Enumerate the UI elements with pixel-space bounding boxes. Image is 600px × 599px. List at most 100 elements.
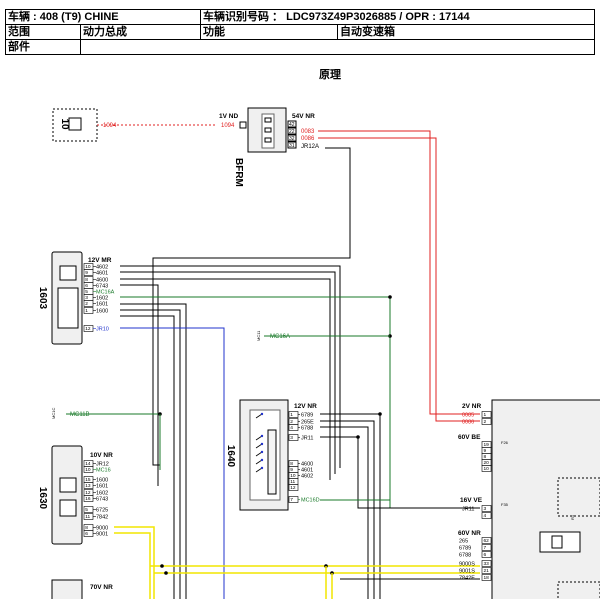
wire-label: 1600 (96, 478, 108, 484)
pin-number: 9 (85, 270, 88, 276)
c1320-conn: 70V NR (90, 584, 113, 591)
bfrm-box[interactable] (239, 107, 287, 153)
svg-text:20: 20 (484, 460, 490, 466)
page-title: 原理 (319, 69, 341, 81)
svg-text:F26: F26 (501, 440, 509, 445)
pin-number: 5 (85, 289, 88, 295)
wire-label: 9000 (96, 526, 108, 532)
pin-number: 15 (85, 477, 91, 483)
wire-label: 1600 (96, 309, 108, 315)
component-1603-id: 1603 (37, 287, 48, 310)
part-label: 部件 (5, 39, 81, 55)
mc11b-label: MC11B (70, 412, 90, 418)
pin-number: 3 (85, 295, 88, 301)
svg-text:1: 1 (484, 412, 487, 418)
component-10[interactable]: 10 (52, 108, 98, 142)
wire-label: 4601 (96, 271, 108, 277)
wire-label: 6743 (96, 284, 108, 290)
svg-text:7842E: 7842E (459, 576, 475, 582)
wire-label: JR11 (301, 436, 313, 442)
svg-text:6: 6 (484, 552, 487, 558)
pin-number: 2 (85, 301, 88, 307)
c1630-conn: 10V NR (90, 452, 113, 459)
svg-text:9: 9 (484, 448, 487, 454)
wire-label: JR10 (96, 327, 109, 333)
bfrm-left-pin: 1094 (221, 123, 235, 129)
component-1603[interactable] (51, 251, 83, 345)
c1640-conn: 12V NR (294, 403, 317, 410)
component-1640-id: 1640 (225, 445, 236, 468)
mc16a-label: MC16A (270, 334, 290, 340)
wire-0083: 0083 (301, 129, 315, 135)
svg-text:8: 8 (484, 454, 487, 460)
connector-pin[interactable]: 11 (288, 478, 299, 486)
svg-text:6788: 6788 (459, 553, 471, 559)
connector-pin[interactable]: 2 1601 (83, 300, 108, 308)
conn-60be: 60V BE (458, 434, 481, 441)
wire-label: 1601 (96, 484, 108, 490)
wire-label: 1602 (96, 296, 108, 302)
svg-text:265: 265 (459, 539, 468, 545)
pin-number: 12 (85, 490, 91, 496)
bfrm-right-conn: 54V NR (292, 113, 315, 120)
svg-text:31: 31 (289, 143, 295, 149)
ecu-box[interactable] (491, 399, 600, 599)
component-10-id: 10 (59, 118, 70, 130)
wire-label: 1601 (96, 302, 108, 308)
pin-number: 14 (85, 461, 91, 467)
pin-number: 1 (290, 412, 293, 418)
pin-number: 9 (290, 467, 293, 473)
svg-text:R1: R1 (570, 514, 575, 520)
pin-number: 4 (290, 425, 293, 431)
pin-number: 8 (85, 525, 88, 531)
svg-text:62: 62 (484, 538, 490, 544)
wire-label: MC16A (96, 290, 115, 296)
svg-text:21: 21 (484, 568, 490, 574)
svg-text:33: 33 (484, 561, 490, 567)
pin-number: 1 (85, 308, 88, 314)
wire-label: 9001 (96, 532, 108, 538)
pin-number: 6 (85, 283, 88, 289)
svg-text:0085: 0085 (462, 413, 474, 419)
pin-number: 11 (290, 479, 295, 485)
header-table: 车辆 : 408 (T9) CHINE 车辆识别号码 ： LDC973Z49P3… (5, 9, 595, 55)
c1603-conn: 12V MR (88, 257, 112, 264)
connector-pin[interactable]: 11 7842 (83, 513, 108, 521)
svg-text:6789: 6789 (459, 546, 471, 552)
pin-number: 11 (85, 514, 90, 520)
svg-text:F35: F35 (501, 502, 509, 507)
svg-text:42: 42 (289, 122, 295, 128)
svg-text:18: 18 (484, 575, 490, 581)
connector-pin[interactable]: 9 4601 (83, 269, 108, 277)
svg-text:JR11: JR11 (462, 507, 474, 513)
conn-16ve: 16V VE (460, 497, 483, 504)
pin-number: 10 (85, 264, 91, 270)
wire-label: 4600 (301, 462, 313, 468)
component-1630[interactable] (51, 445, 83, 545)
wire-label: 4601 (301, 468, 313, 474)
svg-text:7: 7 (484, 545, 487, 551)
connector-pin[interactable]: 1 1600 (83, 307, 108, 315)
svg-text:0086: 0086 (462, 420, 474, 426)
part-value (80, 39, 595, 55)
connector-pin[interactable]: 12 JR10 (83, 325, 109, 333)
connector-pin[interactable]: 12 (288, 484, 299, 492)
component-1630-id: 1630 (37, 487, 48, 510)
wire-label: 4600 (96, 278, 108, 284)
svg-text:MC11: MC11 (256, 330, 261, 341)
wire-jr12a: JR12A (301, 144, 319, 150)
conn-2v: 2V NR (462, 403, 481, 410)
component-1640[interactable] (239, 399, 289, 511)
wire-label: 7842 (96, 515, 108, 521)
svg-text:2: 2 (484, 419, 487, 425)
pin-number: 12 (85, 326, 91, 332)
